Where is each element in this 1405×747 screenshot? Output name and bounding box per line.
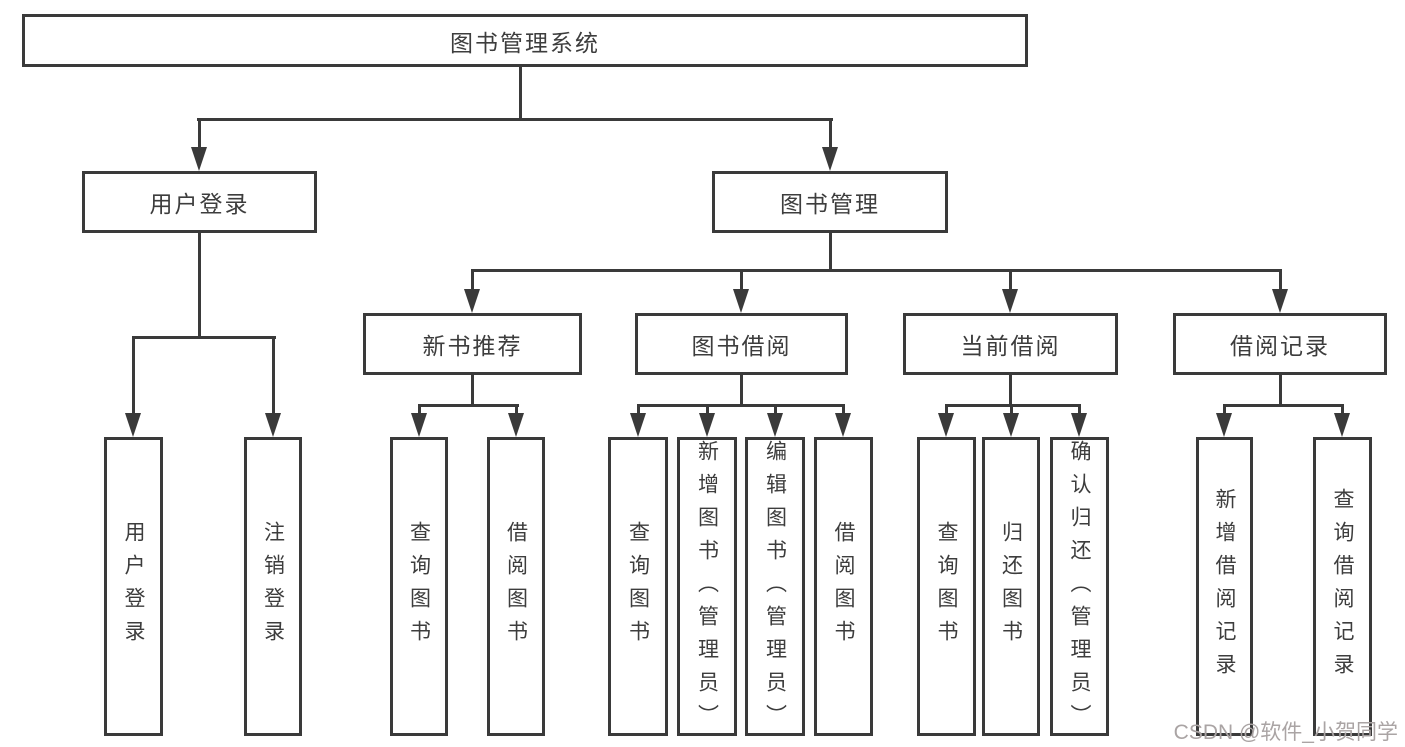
leaf-br-query-record-label: 查询借阅记录	[1331, 487, 1354, 686]
leaf-logout-label: 注销登录	[261, 520, 285, 653]
leaf-bb-edit-books: 编辑图书（管理员）	[745, 437, 805, 737]
connector-line	[1279, 269, 1282, 293]
node-book-mgmt-label: 图书管理	[780, 191, 880, 217]
leaf-cb-return-books-label: 归还图书	[999, 520, 1023, 653]
connector-line	[132, 336, 135, 416]
connector-line	[519, 67, 522, 121]
connector-line	[637, 404, 640, 416]
node-book-borrow: 图书借阅	[635, 313, 848, 375]
arrow-down-icon	[938, 413, 954, 437]
arrow-down-icon	[733, 289, 749, 313]
arrow-down-icon	[265, 413, 281, 437]
leaf-bb-edit-books-label: 编辑图书（管理员）	[763, 440, 787, 737]
arrow-down-icon	[699, 413, 715, 437]
arrow-down-icon	[1003, 413, 1019, 437]
connector-line	[471, 375, 474, 407]
connector-line	[1009, 375, 1012, 407]
connector-line	[829, 233, 832, 272]
connector-line	[198, 233, 201, 339]
connector-line	[740, 269, 743, 293]
connector-line	[198, 118, 201, 151]
leaf-bb-query-books: 查询图书	[608, 437, 668, 736]
node-book-borrow-label: 图书借阅	[691, 333, 792, 359]
leaf-nbr-query-books: 查询图书	[390, 437, 448, 736]
leaf-user-login: 用户登录	[104, 437, 163, 736]
watermark: CSDN @软件_小贺同学	[1173, 721, 1398, 744]
arrow-down-icon	[508, 413, 524, 437]
connector-line	[132, 336, 276, 339]
connector-line	[418, 404, 421, 416]
connector-line	[637, 404, 845, 407]
arrow-down-icon	[835, 413, 851, 437]
arrow-down-icon	[1272, 289, 1288, 313]
leaf-cb-query-books: 查询图书	[917, 437, 976, 736]
connector-line	[1279, 375, 1282, 407]
node-user-login: 用户登录	[82, 171, 317, 233]
leaf-bb-query-books-label: 查询图书	[626, 520, 650, 653]
leaf-cb-return-books: 归还图书	[982, 437, 1040, 736]
node-current-borrow-label: 当前借阅	[960, 333, 1061, 359]
leaf-nbr-borrow-books-label: 借阅图书	[504, 520, 528, 653]
leaf-br-query-record: 查询借阅记录	[1313, 437, 1372, 736]
connector-line	[515, 404, 518, 416]
node-root: 图书管理系统	[22, 14, 1028, 67]
connector-line	[471, 269, 1282, 272]
arrow-down-icon	[191, 147, 207, 171]
leaf-cb-confirm-return: 确认归还（管理员）	[1050, 437, 1109, 737]
node-new-book-rec: 新书推荐	[363, 313, 582, 375]
leaf-logout: 注销登录	[244, 437, 302, 736]
connector-line	[829, 118, 832, 151]
connector-line	[1078, 404, 1081, 416]
connector-line	[1223, 404, 1226, 416]
leaf-nbr-query-books-label: 查询图书	[407, 520, 431, 653]
connector-line	[1009, 269, 1012, 293]
connector-line	[471, 269, 474, 293]
connector-line	[774, 404, 777, 416]
arrow-down-icon	[1216, 413, 1232, 437]
node-root-label: 图书管理系统	[450, 29, 600, 56]
node-book-mgmt: 图书管理	[712, 171, 948, 233]
connector-line	[1010, 404, 1013, 416]
leaf-cb-query-books-label: 查询图书	[935, 520, 958, 653]
leaf-bb-borrow-books: 借阅图书	[814, 437, 873, 736]
connector-line	[1223, 404, 1344, 407]
node-new-book-rec-label: 新书推荐	[422, 333, 523, 359]
leaf-bb-add-books: 新增图书（管理员）	[677, 437, 737, 737]
connector-line	[740, 375, 743, 407]
arrow-down-icon	[1334, 413, 1350, 437]
arrow-down-icon	[630, 413, 646, 437]
leaf-br-add-record: 新增借阅记录	[1196, 437, 1253, 736]
leaf-user-login-label: 用户登录	[122, 520, 145, 653]
leaf-cb-confirm-return-label: 确认归还（管理员）	[1068, 440, 1091, 737]
connector-line	[197, 118, 833, 121]
node-current-borrow: 当前借阅	[903, 313, 1118, 375]
leaf-br-add-record-label: 新增借阅记录	[1213, 487, 1236, 686]
leaf-nbr-borrow-books: 借阅图书	[487, 437, 545, 736]
connector-line	[1341, 404, 1344, 416]
leaf-bb-borrow-books-label: 借阅图书	[832, 520, 855, 653]
connector-line	[842, 404, 845, 416]
connector-line	[706, 404, 709, 416]
connector-line	[945, 404, 1081, 407]
node-borrow-records-label: 借阅记录	[1230, 333, 1330, 359]
connector-line	[945, 404, 948, 416]
arrow-down-icon	[464, 289, 480, 313]
leaf-bb-add-books-label: 新增图书（管理员）	[695, 440, 719, 737]
arrow-down-icon	[1002, 289, 1018, 313]
arrow-down-icon	[1071, 413, 1087, 437]
node-borrow-records: 借阅记录	[1173, 313, 1387, 375]
node-user-login-label: 用户登录	[149, 191, 250, 217]
connector-line	[272, 336, 275, 416]
connector-line	[418, 404, 519, 407]
arrow-down-icon	[125, 413, 141, 437]
arrow-down-icon	[411, 413, 427, 437]
arrow-down-icon	[767, 413, 783, 437]
arrow-down-icon	[822, 147, 838, 171]
